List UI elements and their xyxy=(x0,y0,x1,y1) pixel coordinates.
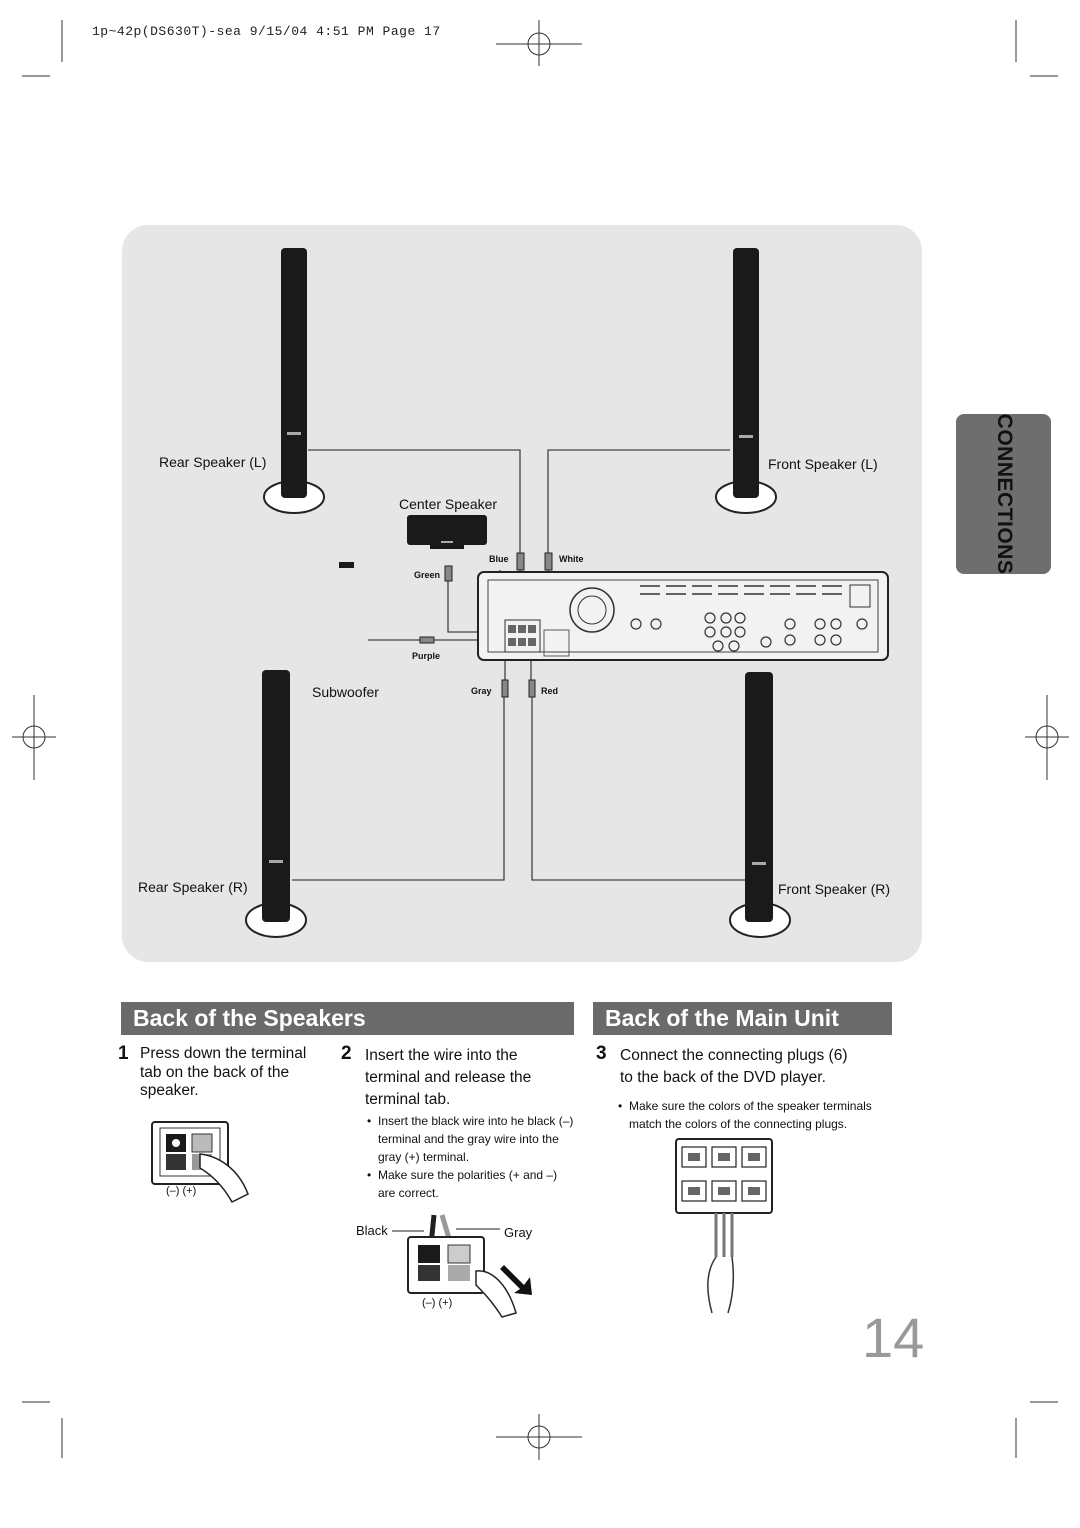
wire-label-white: White xyxy=(559,554,584,564)
step-2-note-1-line-2: terminal and the gray wire into the xyxy=(378,1132,559,1146)
step-2-number: 2 xyxy=(341,1043,352,1064)
wire-label-gray: Gray xyxy=(471,686,492,696)
step-2-note-2-line-1: Make sure the polarities (+ and –) xyxy=(378,1168,558,1182)
step-3-note-1: • Make sure the colors of the speaker te… xyxy=(618,1097,914,1133)
black-wire-label: Black xyxy=(356,1223,388,1238)
subwoofer-label: Subwoofer xyxy=(312,684,379,700)
rear-right-label: Rear Speaker (R) xyxy=(138,879,248,895)
center-speaker xyxy=(407,515,487,549)
rear-left-label: Rear Speaker (L) xyxy=(159,454,266,470)
wire-label-blue: Blue xyxy=(489,554,509,564)
step-2-note-1: • Insert the black wire into he black (–… xyxy=(367,1112,598,1166)
main-unit-back-panel xyxy=(477,571,889,661)
back-of-speakers-heading: Back of the Speakers xyxy=(121,1002,574,1035)
connections-side-tab: CONNECTIONS xyxy=(956,414,1051,574)
bullet-dot: • xyxy=(367,1114,372,1128)
front-left-speaker xyxy=(715,248,777,514)
step-2-line-1: Insert the wire into the xyxy=(365,1047,518,1064)
step-2-line-2: terminal and release the xyxy=(365,1069,532,1086)
step-1-line-3: speaker. xyxy=(140,1082,199,1099)
front-right-label: Front Speaker (R) xyxy=(778,881,890,897)
wire-label-green: Green xyxy=(414,570,440,580)
rear-left-speaker xyxy=(263,248,325,514)
connector-plug-illustration xyxy=(675,1138,773,1314)
front-left-label: Front Speaker (L) xyxy=(768,456,878,472)
step-3-note-1-line-2: match the colors of the connecting plugs… xyxy=(629,1117,848,1131)
step-1-text: Press down the terminal tab on the back … xyxy=(140,1045,330,1101)
step-2-note-1-line-1: Insert the black wire into he black (–) xyxy=(378,1114,574,1128)
bullet-dot: • xyxy=(367,1168,372,1182)
step-1-line-1: Press down the terminal xyxy=(140,1045,307,1062)
terminal-press-illustration: (–) (+) xyxy=(151,1121,249,1203)
back-of-main-unit-heading: Back of the Main Unit xyxy=(593,1002,892,1035)
step-3-line-2: to the back of the DVD player. xyxy=(620,1069,826,1086)
step-3-text: Connect the connecting plugs (6) to the … xyxy=(620,1045,890,1089)
step-2-line-3: terminal tab. xyxy=(365,1091,451,1108)
wire-label-purple: Purple xyxy=(412,651,440,661)
bullet-dot: • xyxy=(618,1099,623,1113)
step-2-text: Insert the wire into the terminal and re… xyxy=(365,1045,575,1111)
step-2-note-2: • Make sure the polarities (+ and –) are… xyxy=(367,1166,598,1202)
polarity-label-2: (–) (+) xyxy=(422,1297,452,1309)
step-3-number: 3 xyxy=(596,1043,607,1064)
rear-right-speaker xyxy=(245,670,307,938)
print-header: 1p~42p(DS630T)-sea 9/15/04 4:51 PM Page … xyxy=(92,24,441,39)
subwoofer-logo xyxy=(339,562,354,568)
step-2-note-2-line-2: are correct. xyxy=(378,1186,439,1200)
polarity-label: (–) (+) xyxy=(166,1185,196,1197)
connections-tab-label: CONNECTIONS xyxy=(992,413,1016,575)
wire-label-red: Red xyxy=(541,686,558,696)
wire-insert-illustration: Black Gray (–) (+) xyxy=(356,1214,533,1318)
step-2-note-1-line-3: gray (+) terminal. xyxy=(378,1150,470,1164)
step-1-number: 1 xyxy=(118,1043,129,1064)
step-3-line-1: Connect the connecting plugs (6) xyxy=(620,1047,848,1064)
step-3-note-1-line-1: Make sure the colors of the speaker term… xyxy=(629,1099,872,1113)
center-label: Center Speaker xyxy=(399,496,497,512)
front-right-speaker xyxy=(729,672,791,938)
gray-wire-label: Gray xyxy=(504,1225,533,1240)
page-number: 14 xyxy=(862,1306,925,1369)
step-1-line-2: tab on the back of the xyxy=(140,1063,290,1081)
